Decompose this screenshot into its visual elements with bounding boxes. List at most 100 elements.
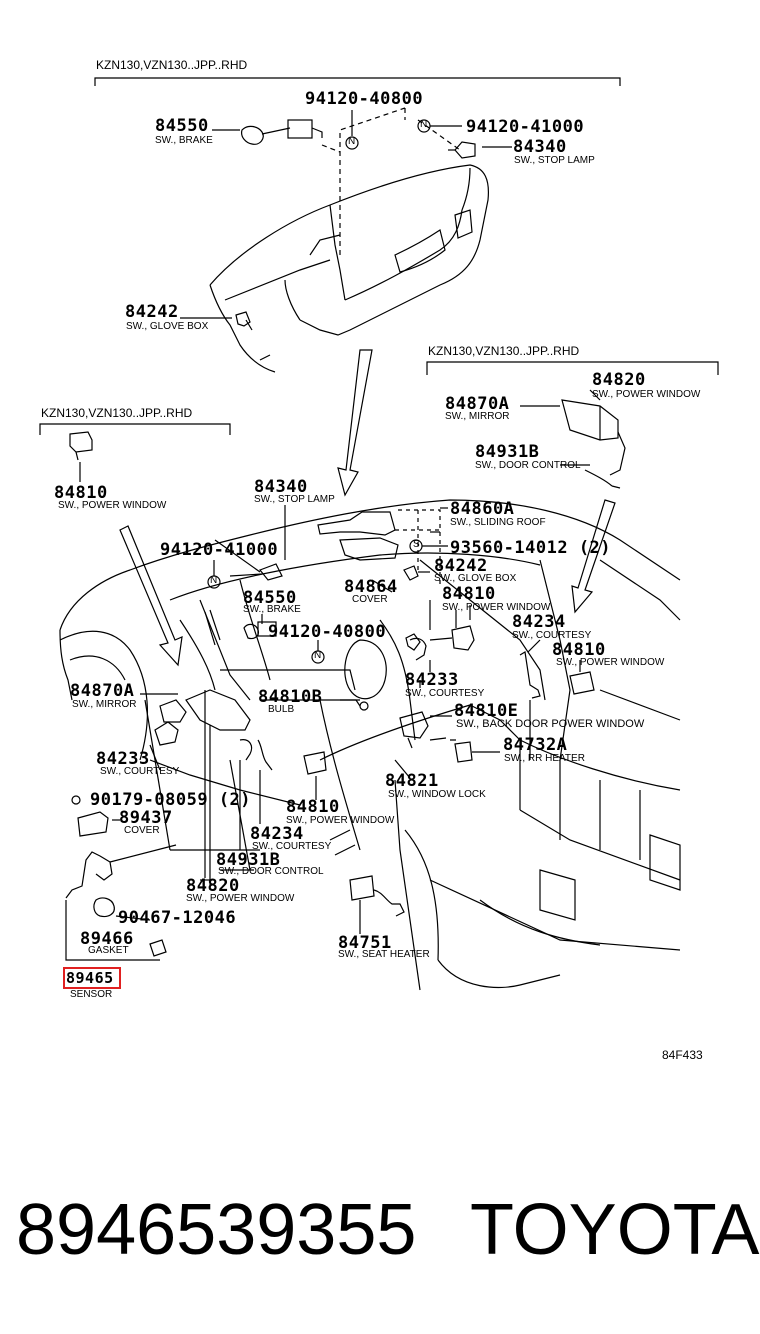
cap-89465-main: SENSOR: [70, 989, 113, 1000]
part-94120-40800-top[interactable]: 94120-40800: [305, 89, 424, 109]
arrow-down-left: [119, 525, 183, 667]
part-84864-main[interactable]: 84864: [344, 577, 398, 597]
cap-84340-top: SW., STOP LAMP: [514, 155, 595, 166]
s-glyph: S: [413, 539, 420, 550]
part-84732A-main[interactable]: 84732A: [503, 735, 568, 755]
part-84820-right[interactable]: 84820: [592, 370, 646, 390]
part-93560-main[interactable]: 93560-14012 (2): [450, 538, 612, 558]
main-mirror-switch-icon: [159, 689, 251, 731]
part-90467-main[interactable]: 90467-12046: [118, 908, 237, 928]
cap-84810-top-main: SW., POWER WINDOW: [442, 602, 551, 613]
part-94120-41000-main[interactable]: 94120-41000: [160, 540, 279, 560]
cap-84242-main: SW., GLOVE BOX: [434, 573, 517, 584]
cap-84732A-main: SW., RR HEATER: [504, 753, 585, 764]
part-90179-main[interactable]: 90179-08059 (2): [90, 790, 252, 810]
right-inset-door-switches: [520, 389, 626, 489]
cap-84864-main: COVER: [352, 594, 388, 605]
cap-84810-right-main: SW., POWER WINDOW: [556, 657, 665, 668]
cap-84820-main: SW., POWER WINDOW: [186, 893, 295, 904]
top-inset-bracket: [94, 77, 621, 86]
main-courtesy-switch-right-icon: [519, 651, 541, 699]
cap-84550-main: SW., BRAKE: [243, 604, 301, 615]
left-inset-bracket: [39, 423, 231, 435]
bolt-90179-icon: [71, 795, 81, 805]
cap-84820-right: SW., POWER WINDOW: [592, 389, 701, 400]
part-84234-right-main[interactable]: 84234: [512, 612, 566, 632]
part-94120-41000-top[interactable]: 94120-41000: [466, 117, 585, 137]
brake-switch-icon: [241, 119, 323, 145]
power-window-mid-icon: [303, 751, 327, 775]
courtesy-switch-mid-icon: [405, 633, 421, 651]
part-89466-main[interactable]: 89466: [80, 929, 134, 949]
cap-84233-mid-main: SW., COURTESY: [405, 688, 485, 699]
nut-90467-icon: [149, 939, 167, 957]
part-84870A-right[interactable]: 84870A: [445, 394, 510, 414]
cap-84242-top: SW., GLOVE BOX: [126, 321, 209, 332]
main-glove-box-switch-icon: [403, 565, 419, 581]
cap-84810E-main: SW., BACK DOOR POWER WINDOW: [456, 718, 645, 730]
part-84810-mid-main[interactable]: 84810: [286, 797, 340, 817]
nut-n-icon-1: [345, 136, 359, 150]
part-84931B-right[interactable]: 84931B: [475, 442, 540, 462]
vehicle-body: [59, 499, 681, 991]
glove-box-switch-icon: [235, 311, 253, 331]
part-84242-main[interactable]: 84242: [434, 556, 488, 576]
labels-layer: KZN130,VZN130..JPP..RHD KZN130,VZN130..J…: [41, 58, 703, 1062]
part-84233-mid-main[interactable]: 84233: [405, 670, 459, 690]
main-brake-switch-icon: [243, 621, 277, 640]
header-left: KZN130,VZN130..JPP..RHD: [41, 406, 193, 420]
cap-84931B-main: SW., DOOR CONTROL: [218, 866, 324, 877]
main-courtesy-switch-left-icon: [154, 721, 179, 746]
part-84242-top[interactable]: 84242: [125, 302, 179, 322]
bulb-icon: [359, 701, 369, 711]
part-84810E-main[interactable]: 84810E: [454, 701, 519, 721]
part-84751-main[interactable]: 84751: [338, 933, 392, 953]
part-84810-left[interactable]: 84810: [54, 483, 108, 503]
part-84860A-main[interactable]: 84860A: [450, 499, 515, 519]
part-84820-main[interactable]: 84820: [186, 876, 240, 896]
part-84810-right-main[interactable]: 84810: [552, 640, 606, 660]
part-84550-top[interactable]: 84550: [155, 116, 209, 136]
footer-part-number: 8946539355: [16, 1190, 417, 1270]
part-84234-mid-main[interactable]: 84234: [250, 824, 304, 844]
arrow-down-right: [571, 499, 616, 614]
back-door-power-window-switch-icon: [399, 711, 456, 749]
main-stop-lamp-switch-icon: [229, 563, 283, 581]
n-glyph-3: N: [210, 575, 218, 586]
cap-84234-right-main: SW., COURTESY: [512, 630, 592, 641]
part-84810B-main[interactable]: 84810B: [258, 687, 323, 707]
cap-84234-mid-main: SW., COURTESY: [252, 841, 332, 852]
part-94120-40800-main[interactable]: 94120-40800: [268, 622, 387, 642]
highlight-89465: [63, 967, 121, 989]
part-84810-top-main[interactable]: 84810: [442, 584, 496, 604]
parts-diagram: [39, 77, 719, 991]
n-glyph-4: N: [314, 650, 322, 661]
part-84870A-main[interactable]: 84870A: [70, 681, 135, 701]
cap-84340-main: SW., STOP LAMP: [254, 494, 335, 505]
cap-84870A-right: SW., MIRROR: [445, 411, 510, 422]
cap-89466-main: GASKET: [88, 945, 129, 956]
part-84550-main[interactable]: 84550: [243, 588, 297, 608]
cap-84821-main: SW., WINDOW LOCK: [388, 789, 486, 800]
n-glyph-1: N: [348, 136, 356, 147]
figure-code: 84F433: [662, 1048, 703, 1062]
rr-heater-switch-icon: [454, 741, 473, 763]
door-control-mid-icon: [239, 739, 273, 771]
header-top: KZN130,VZN130..JPP..RHD: [96, 58, 248, 72]
part-84233-left-main[interactable]: 84233: [96, 749, 150, 769]
cap-89437-main: COVER: [124, 825, 160, 836]
part-89437-main[interactable]: 89437: [119, 808, 173, 828]
footer: 8946539355 TOYOTA: [0, 1185, 760, 1285]
left-power-window-switch-icon: [69, 431, 93, 461]
cap-84860A-main: SW., SLIDING ROOF: [450, 517, 546, 528]
cap-84550-top: SW., BRAKE: [155, 135, 213, 146]
arrow-down-center: [337, 349, 373, 497]
part-84340-main[interactable]: 84340: [254, 477, 308, 497]
cap-84810-mid-main: SW., POWER WINDOW: [286, 815, 395, 826]
part-84821-main[interactable]: 84821: [385, 771, 439, 791]
part-84340-top[interactable]: 84340: [513, 137, 567, 157]
part-84931B-main[interactable]: 84931B: [216, 850, 281, 870]
part-89465-main[interactable]: 89465: [66, 969, 114, 987]
cap-84810B-main: BULB: [268, 704, 295, 715]
cap-84233-left-main: SW., COURTESY: [100, 766, 180, 777]
